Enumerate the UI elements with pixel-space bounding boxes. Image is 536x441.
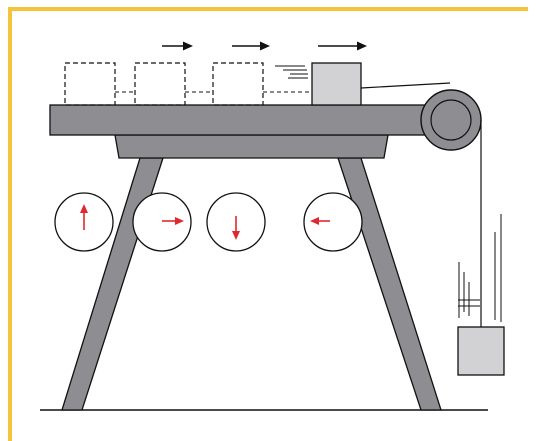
- table-leg-right: [337, 157, 442, 411]
- block-position-1: [64, 62, 116, 106]
- string-to-pulley: [360, 82, 451, 89]
- block-position-2: [134, 62, 186, 106]
- red-arrow-left-icon: [310, 217, 330, 225]
- pulley-hub: [430, 99, 472, 141]
- yellow-frame-border: [8, 7, 528, 441]
- falling-motion-lines: [458, 214, 502, 322]
- sliding-block: [311, 62, 362, 106]
- rolling-circle-2: [132, 192, 192, 252]
- red-arrow-up-icon: [80, 204, 88, 230]
- trial-arrows: [162, 41, 367, 51]
- rolling-circle-4: [303, 192, 363, 252]
- table-top: [49, 104, 459, 136]
- direction-arrow-3: [318, 41, 367, 51]
- block-position-3: [212, 62, 264, 106]
- direction-arrow-2: [232, 41, 270, 51]
- rolling-circle-1: [54, 192, 114, 252]
- red-arrow-right-icon: [162, 217, 184, 225]
- red-arrow-down-icon: [232, 216, 240, 240]
- direction-arrow-1: [162, 41, 193, 51]
- table-apron: [114, 134, 389, 159]
- rolling-circle-3: [206, 192, 266, 252]
- hanging-mass: [457, 326, 505, 376]
- motion-lines: [275, 65, 308, 79]
